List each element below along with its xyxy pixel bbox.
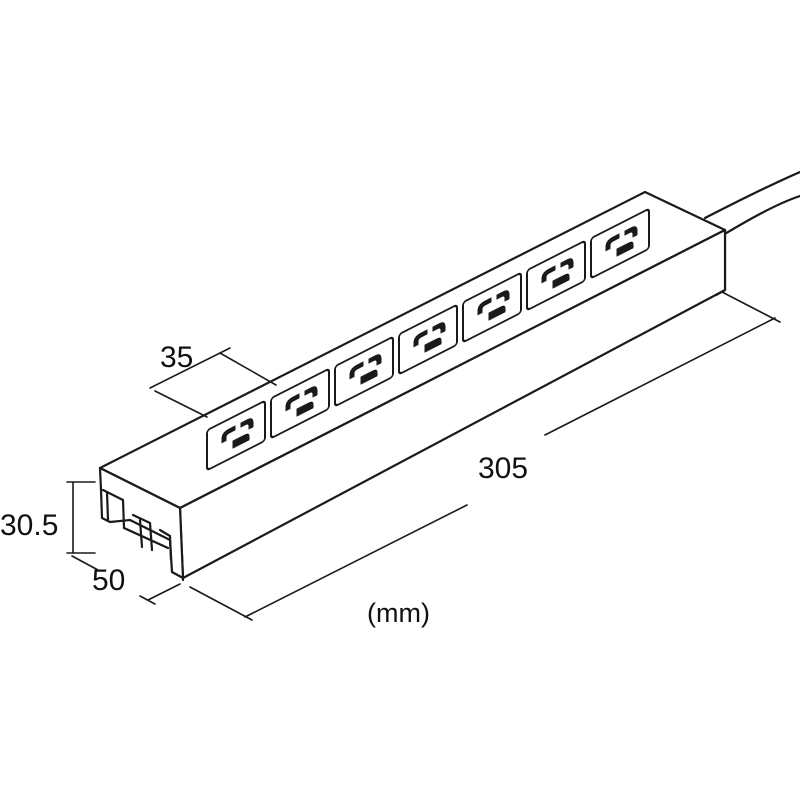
outlet-6	[526, 240, 586, 311]
unit-label: (mm)	[367, 598, 430, 628]
outlet-slots-icon	[285, 386, 318, 417]
dimension-length: 305	[189, 291, 781, 621]
dimension-width: 50	[71, 555, 181, 605]
outlet-5	[462, 272, 522, 343]
outlet-slots-icon	[605, 226, 638, 257]
dimension-height: 30.5	[0, 481, 96, 554]
power-cord	[703, 170, 800, 240]
dimension-label-height: 30.5	[0, 509, 58, 542]
outlet-2	[270, 368, 330, 439]
outlet-slots-icon	[541, 258, 574, 289]
outlet-7	[590, 208, 650, 279]
outlet-slots-icon	[221, 418, 254, 449]
dimension-label-length: 305	[478, 452, 528, 485]
dimension-outlet-pitch: 35	[149, 341, 277, 418]
outlet-4	[398, 304, 458, 375]
outlet-1	[206, 400, 266, 471]
outlet-group	[206, 208, 650, 471]
outlet-slots-icon	[413, 322, 446, 353]
outlet-slots-icon	[349, 354, 382, 385]
outlet-slots-icon	[477, 290, 510, 321]
outlet-3	[334, 336, 394, 407]
dimension-label-width: 50	[92, 564, 125, 597]
dimension-label-pitch: 35	[160, 341, 193, 374]
